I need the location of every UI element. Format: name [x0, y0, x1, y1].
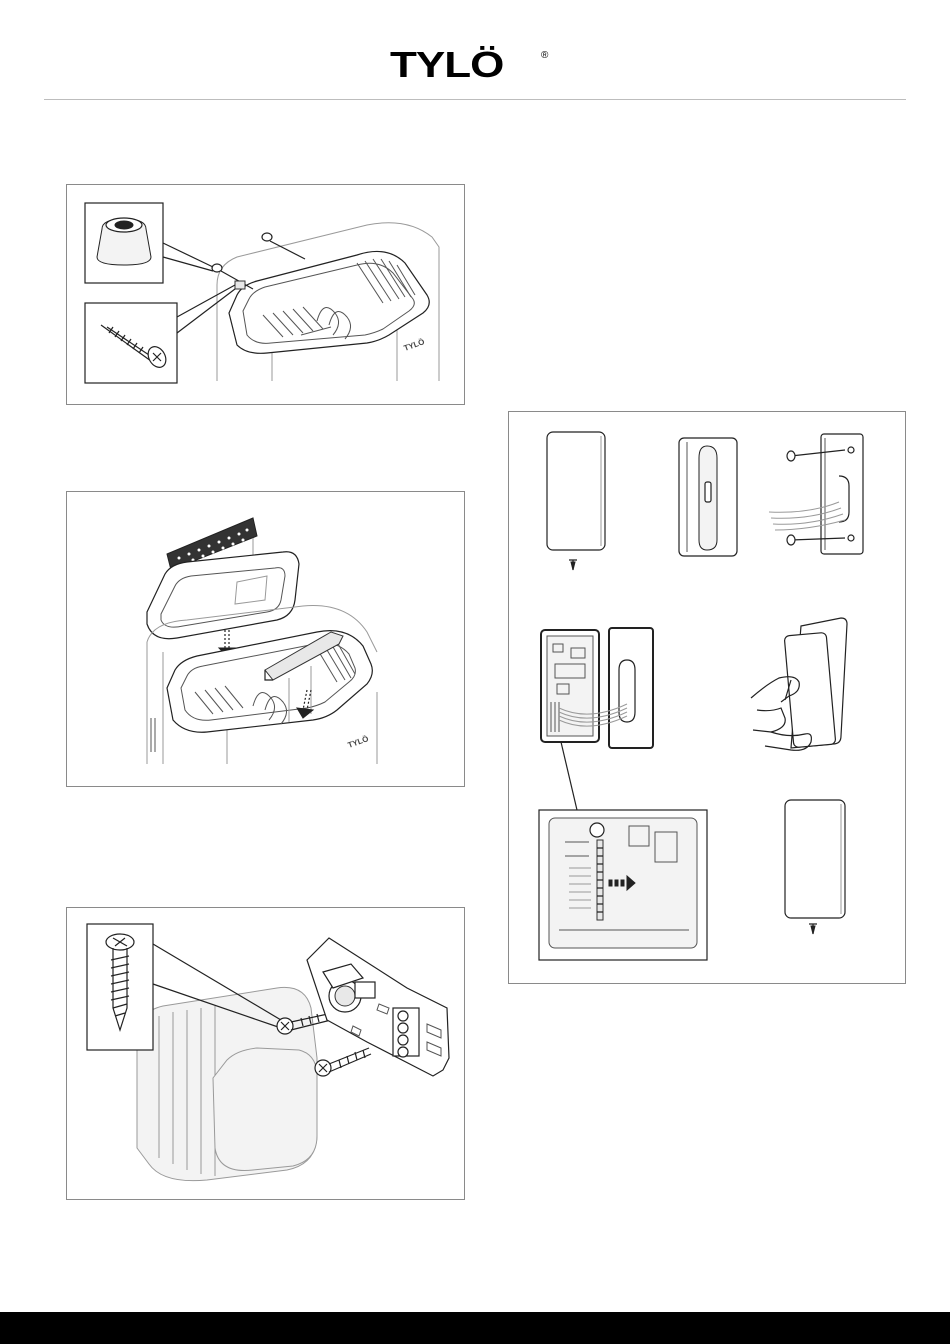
figure-sensor-mounting-screws — [66, 907, 465, 1200]
heater-brand-mark: TYLÖ — [347, 734, 370, 750]
brand-logo: TYLÖ ® — [390, 50, 556, 88]
registered-mark: ® — [541, 51, 548, 61]
control-panel-mounting-illustration — [509, 412, 907, 985]
header-divider — [44, 99, 906, 100]
footer-bar — [0, 1312, 950, 1344]
brand-logo-text: TYLÖ — [390, 50, 503, 81]
sensor-mounting-illustration — [67, 908, 466, 1201]
figure-control-panel-mounting — [508, 411, 906, 984]
figure-heater-stone-guard: TYLÖ — [66, 491, 465, 787]
heater-feet-illustration: TYLÖ — [67, 185, 466, 406]
stone-guard-illustration: TYLÖ — [67, 492, 466, 788]
figure-heater-feet-screws: TYLÖ — [66, 184, 465, 405]
heater-brand-mark: TYLÖ — [403, 337, 426, 353]
